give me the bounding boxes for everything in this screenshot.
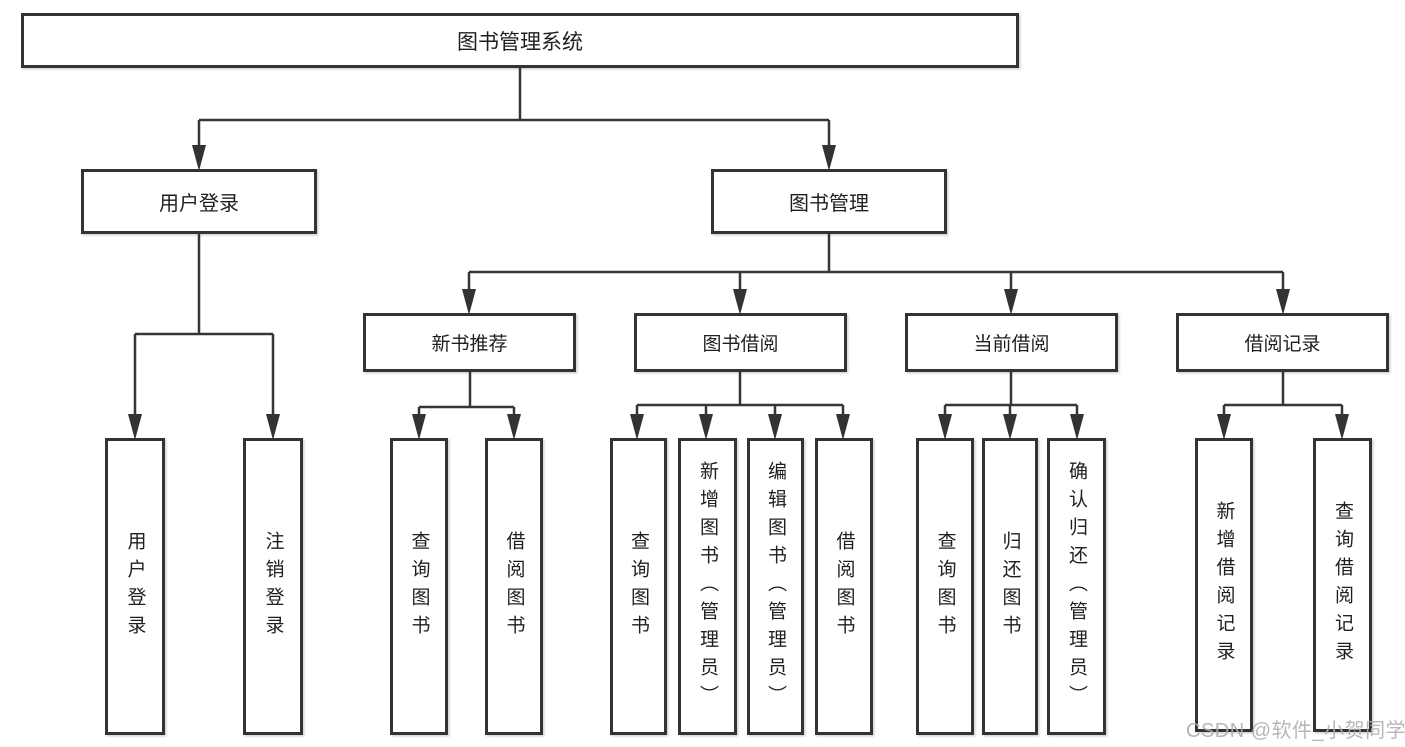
leaf-borrow-books-recommend: 借阅图书 (485, 438, 543, 735)
node-library-management-system: 图书管理系统 (21, 13, 1019, 68)
node-current-borrowing: 当前借阅 (905, 313, 1118, 372)
node-book-management: 图书管理 (711, 169, 947, 234)
node-new-book-recommend: 新书推荐 (363, 313, 576, 372)
leaf-query-borrow-record: 查询借阅记录 (1313, 438, 1372, 732)
watermark: CSDN @软件_小贺同学 (1186, 720, 1405, 742)
node-user-login: 用户登录 (81, 169, 317, 234)
leaf-query-books-borrowing: 查询图书 (610, 438, 667, 735)
leaf-return-books: 归还图书 (982, 438, 1038, 735)
node-borrowing-records: 借阅记录 (1176, 313, 1389, 372)
leaf-user-login: 用户登录 (105, 438, 165, 735)
leaf-borrow-books-borrowing: 借阅图书 (815, 438, 873, 735)
leaf-edit-books-admin: 编辑图书（管理员） (747, 438, 804, 735)
leaf-add-books-admin: 新增图书（管理员） (678, 438, 737, 735)
node-book-borrowing: 图书借阅 (634, 313, 847, 372)
leaf-query-books-current: 查询图书 (916, 438, 974, 735)
leaf-add-borrow-record: 新增借阅记录 (1195, 438, 1253, 732)
leaf-logout: 注销登录 (243, 438, 303, 735)
leaf-query-books-recommend: 查询图书 (390, 438, 448, 735)
leaf-confirm-return-admin: 确认归还（管理员） (1047, 438, 1106, 735)
